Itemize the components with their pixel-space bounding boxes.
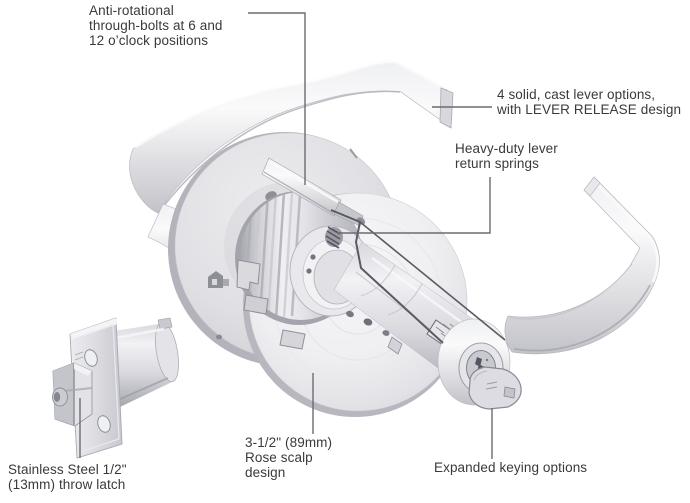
cutaway-outline [330,209,506,344]
leader-return-springs [337,177,491,234]
retainer-clip [236,259,261,291]
latch-bolt [52,362,93,427]
retainer-clip [279,329,306,350]
label-anti-rotational-through-bolts: Anti-rotational through-bolts at 6 and 1… [89,3,223,48]
label-throw-latch: Stainless Steel 1/2" (13mm) throw latch [8,462,127,492]
leader-through-bolts [248,12,306,185]
return-spring [325,226,343,249]
label-return-springs: Heavy-duty lever return springs [455,141,558,171]
label-rose-scalp: 3-1/2" (89mm) Rose scalp design [245,435,333,480]
label-expanded-keying: Expanded keying options [434,460,588,475]
key-cylinder [437,318,522,410]
leader-lines [79,12,493,459]
faceplate-screw-hole [97,415,111,433]
lever-cut-end [439,87,454,129]
latch-assembly [52,317,179,459]
retainer-clip [243,294,269,315]
front-lever-handle [504,176,660,355]
key [468,366,522,410]
label-lever-options: 4 solid, cast lever options, with LEVER … [497,87,682,117]
hub-splines [242,192,302,320]
faceplate-screw-hole [84,349,98,367]
